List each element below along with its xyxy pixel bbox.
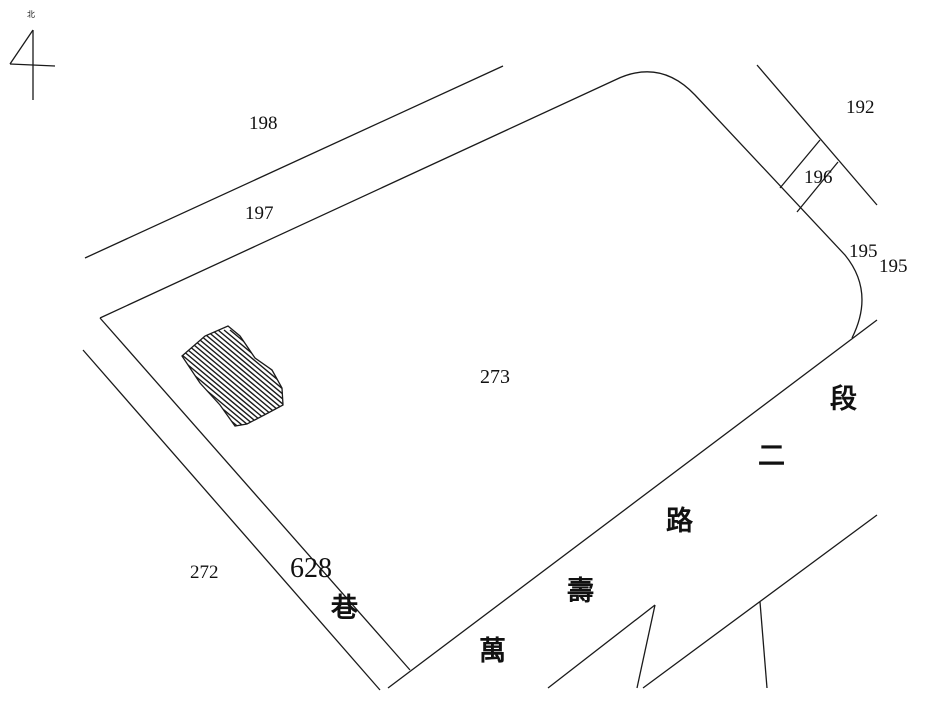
hatch-line (182, 329, 279, 426)
building-hatched (56, 325, 410, 430)
hatch-line (223, 329, 283, 426)
parcel-label-196: 196 (804, 167, 833, 188)
road-char-1: 萬 (479, 636, 506, 667)
boundary-west (99, 317, 411, 671)
hatch-line (205, 329, 283, 426)
parcel-label-197: 197 (245, 203, 274, 224)
boundary-road-south (547, 604, 656, 689)
road-char-2: 壽 (567, 576, 594, 607)
hatch-line (182, 329, 183, 426)
boundary-198-197 (84, 65, 504, 259)
road-char-5: 段 (830, 384, 857, 415)
hatch-line (56, 330, 176, 430)
road-char-3: 路 (666, 505, 694, 537)
hatch-line (199, 329, 283, 426)
boundary-196-south (796, 161, 839, 213)
hatch-line (284, 330, 404, 430)
parcel-label-195-b: 195 (879, 256, 908, 277)
hatch-line (182, 329, 189, 426)
boundary-196-north (779, 139, 821, 189)
boundary-vertical-south (759, 601, 768, 689)
hatch-line (182, 329, 195, 426)
lane-char: 巷 (330, 593, 359, 624)
hatch-line (265, 329, 283, 426)
hatch-line (211, 329, 283, 426)
parcel-label-195-a: 195 (849, 241, 878, 262)
north-label: 北 (27, 10, 35, 19)
boundary-road-south-east (642, 514, 878, 689)
hatch-line (182, 329, 267, 426)
hatch-line (182, 329, 261, 426)
parcel-label-272: 272 (190, 562, 219, 583)
boundary-lane-west (82, 349, 381, 691)
parcel-label-273: 273 (480, 366, 510, 388)
north-arrow-icon (9, 29, 56, 100)
boundary-192-east (756, 64, 878, 206)
parcel-label-198: 198 (249, 113, 278, 134)
road-char-4: 二 (758, 441, 785, 472)
hatch-line (193, 329, 283, 426)
hatch-line (271, 329, 283, 426)
boundary-notch (636, 604, 656, 689)
hatch-line (182, 329, 273, 426)
hatch-line (277, 329, 283, 426)
lane-number: 628 (290, 553, 332, 584)
parcel-273-boundary (99, 71, 863, 339)
hatch-line (290, 330, 410, 430)
hatch-line (182, 329, 207, 426)
boundary-road-north (387, 319, 878, 689)
hatch-line (187, 329, 283, 426)
parcel-label-192: 192 (846, 97, 875, 118)
